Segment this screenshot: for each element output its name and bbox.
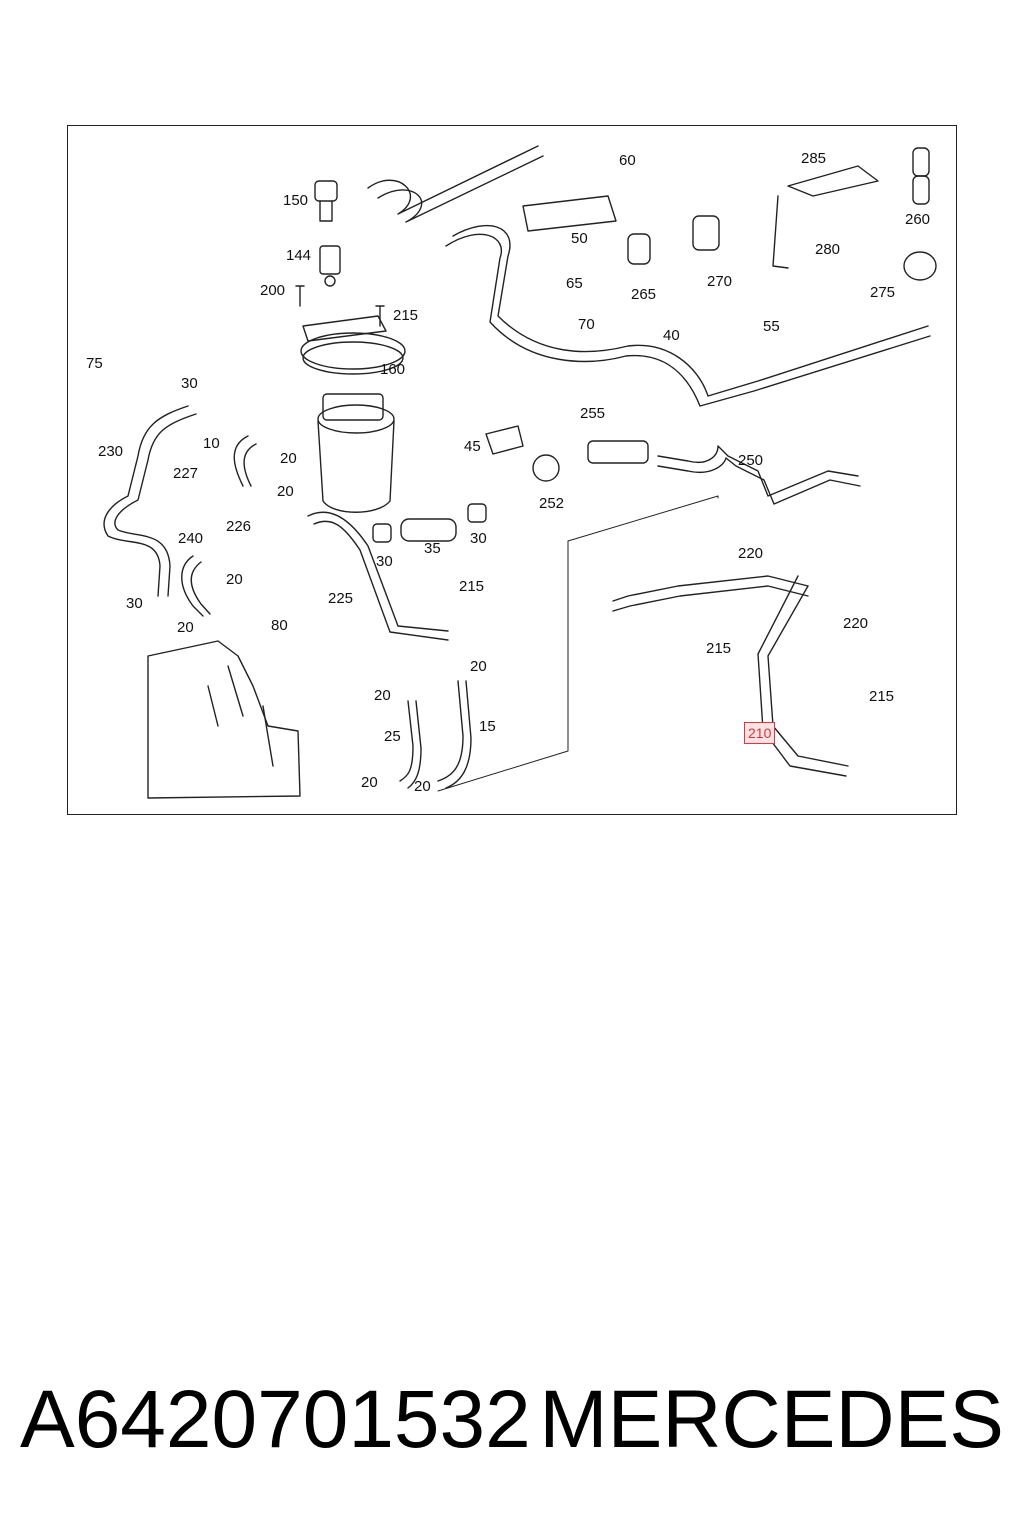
callout-150[interactable]: 150 bbox=[283, 192, 309, 209]
callout-65[interactable]: 65 bbox=[566, 275, 583, 292]
callout-160[interactable]: 160 bbox=[380, 361, 406, 378]
callout-75[interactable]: 75 bbox=[86, 355, 103, 372]
callout-227[interactable]: 227 bbox=[173, 465, 199, 482]
callout-45[interactable]: 45 bbox=[464, 438, 481, 455]
callout-275[interactable]: 275 bbox=[870, 284, 896, 301]
callout-210-highlighted[interactable]: 210 bbox=[744, 722, 776, 744]
callout-20-b[interactable]: 20 bbox=[277, 483, 294, 500]
callout-265[interactable]: 265 bbox=[631, 286, 657, 303]
callout-20-g[interactable]: 20 bbox=[361, 774, 378, 791]
callout-285[interactable]: 285 bbox=[801, 150, 827, 167]
callout-50[interactable]: 50 bbox=[571, 230, 588, 247]
callout-220-b[interactable]: 220 bbox=[843, 615, 869, 632]
callout-20-e[interactable]: 20 bbox=[470, 658, 487, 675]
callout-226[interactable]: 226 bbox=[226, 518, 252, 535]
callout-15[interactable]: 15 bbox=[479, 718, 496, 735]
callout-20-a[interactable]: 20 bbox=[280, 450, 297, 467]
callout-215-b[interactable]: 215 bbox=[459, 578, 485, 595]
callout-240[interactable]: 240 bbox=[178, 530, 204, 547]
callout-60[interactable]: 60 bbox=[619, 152, 636, 169]
callout-20-h[interactable]: 20 bbox=[414, 778, 431, 795]
brand-name: MERCEDES bbox=[539, 1374, 1004, 1465]
callout-250[interactable]: 250 bbox=[738, 452, 764, 469]
callout-30-a[interactable]: 30 bbox=[181, 375, 198, 392]
callout-20-f[interactable]: 20 bbox=[374, 687, 391, 704]
callout-215-d[interactable]: 215 bbox=[869, 688, 895, 705]
part-number: A6420701532 bbox=[20, 1374, 531, 1465]
callout-270[interactable]: 270 bbox=[707, 273, 733, 290]
callout-10[interactable]: 10 bbox=[203, 435, 220, 452]
callout-40[interactable]: 40 bbox=[663, 327, 680, 344]
footer-caption: A6420701532 MERCEDES bbox=[20, 1370, 1004, 1470]
callout-25[interactable]: 25 bbox=[384, 728, 401, 745]
callout-20-c[interactable]: 20 bbox=[226, 571, 243, 588]
parts-diagram: 150 144 200 215 160 60 285 260 50 65 265… bbox=[67, 125, 957, 815]
callout-30-b[interactable]: 30 bbox=[126, 595, 143, 612]
callout-215-c[interactable]: 215 bbox=[706, 640, 732, 657]
callout-280[interactable]: 280 bbox=[815, 241, 841, 258]
callout-20-d[interactable]: 20 bbox=[177, 619, 194, 636]
callout-30-c[interactable]: 30 bbox=[376, 553, 393, 570]
callout-215[interactable]: 215 bbox=[393, 307, 419, 324]
parts-diagram-drawing bbox=[103, 145, 937, 799]
callout-225[interactable]: 225 bbox=[328, 590, 354, 607]
callout-230[interactable]: 230 bbox=[98, 443, 124, 460]
callout-260[interactable]: 260 bbox=[905, 211, 931, 228]
callout-35[interactable]: 35 bbox=[424, 540, 441, 557]
callout-144[interactable]: 144 bbox=[286, 247, 312, 264]
callout-30-d[interactable]: 30 bbox=[470, 530, 487, 547]
callout-255[interactable]: 255 bbox=[580, 405, 606, 422]
callout-55[interactable]: 55 bbox=[763, 318, 780, 335]
callout-220-a[interactable]: 220 bbox=[738, 545, 764, 562]
callout-200[interactable]: 200 bbox=[260, 282, 286, 299]
callout-252[interactable]: 252 bbox=[539, 495, 565, 512]
callout-80[interactable]: 80 bbox=[271, 617, 288, 634]
callout-70[interactable]: 70 bbox=[578, 316, 595, 333]
